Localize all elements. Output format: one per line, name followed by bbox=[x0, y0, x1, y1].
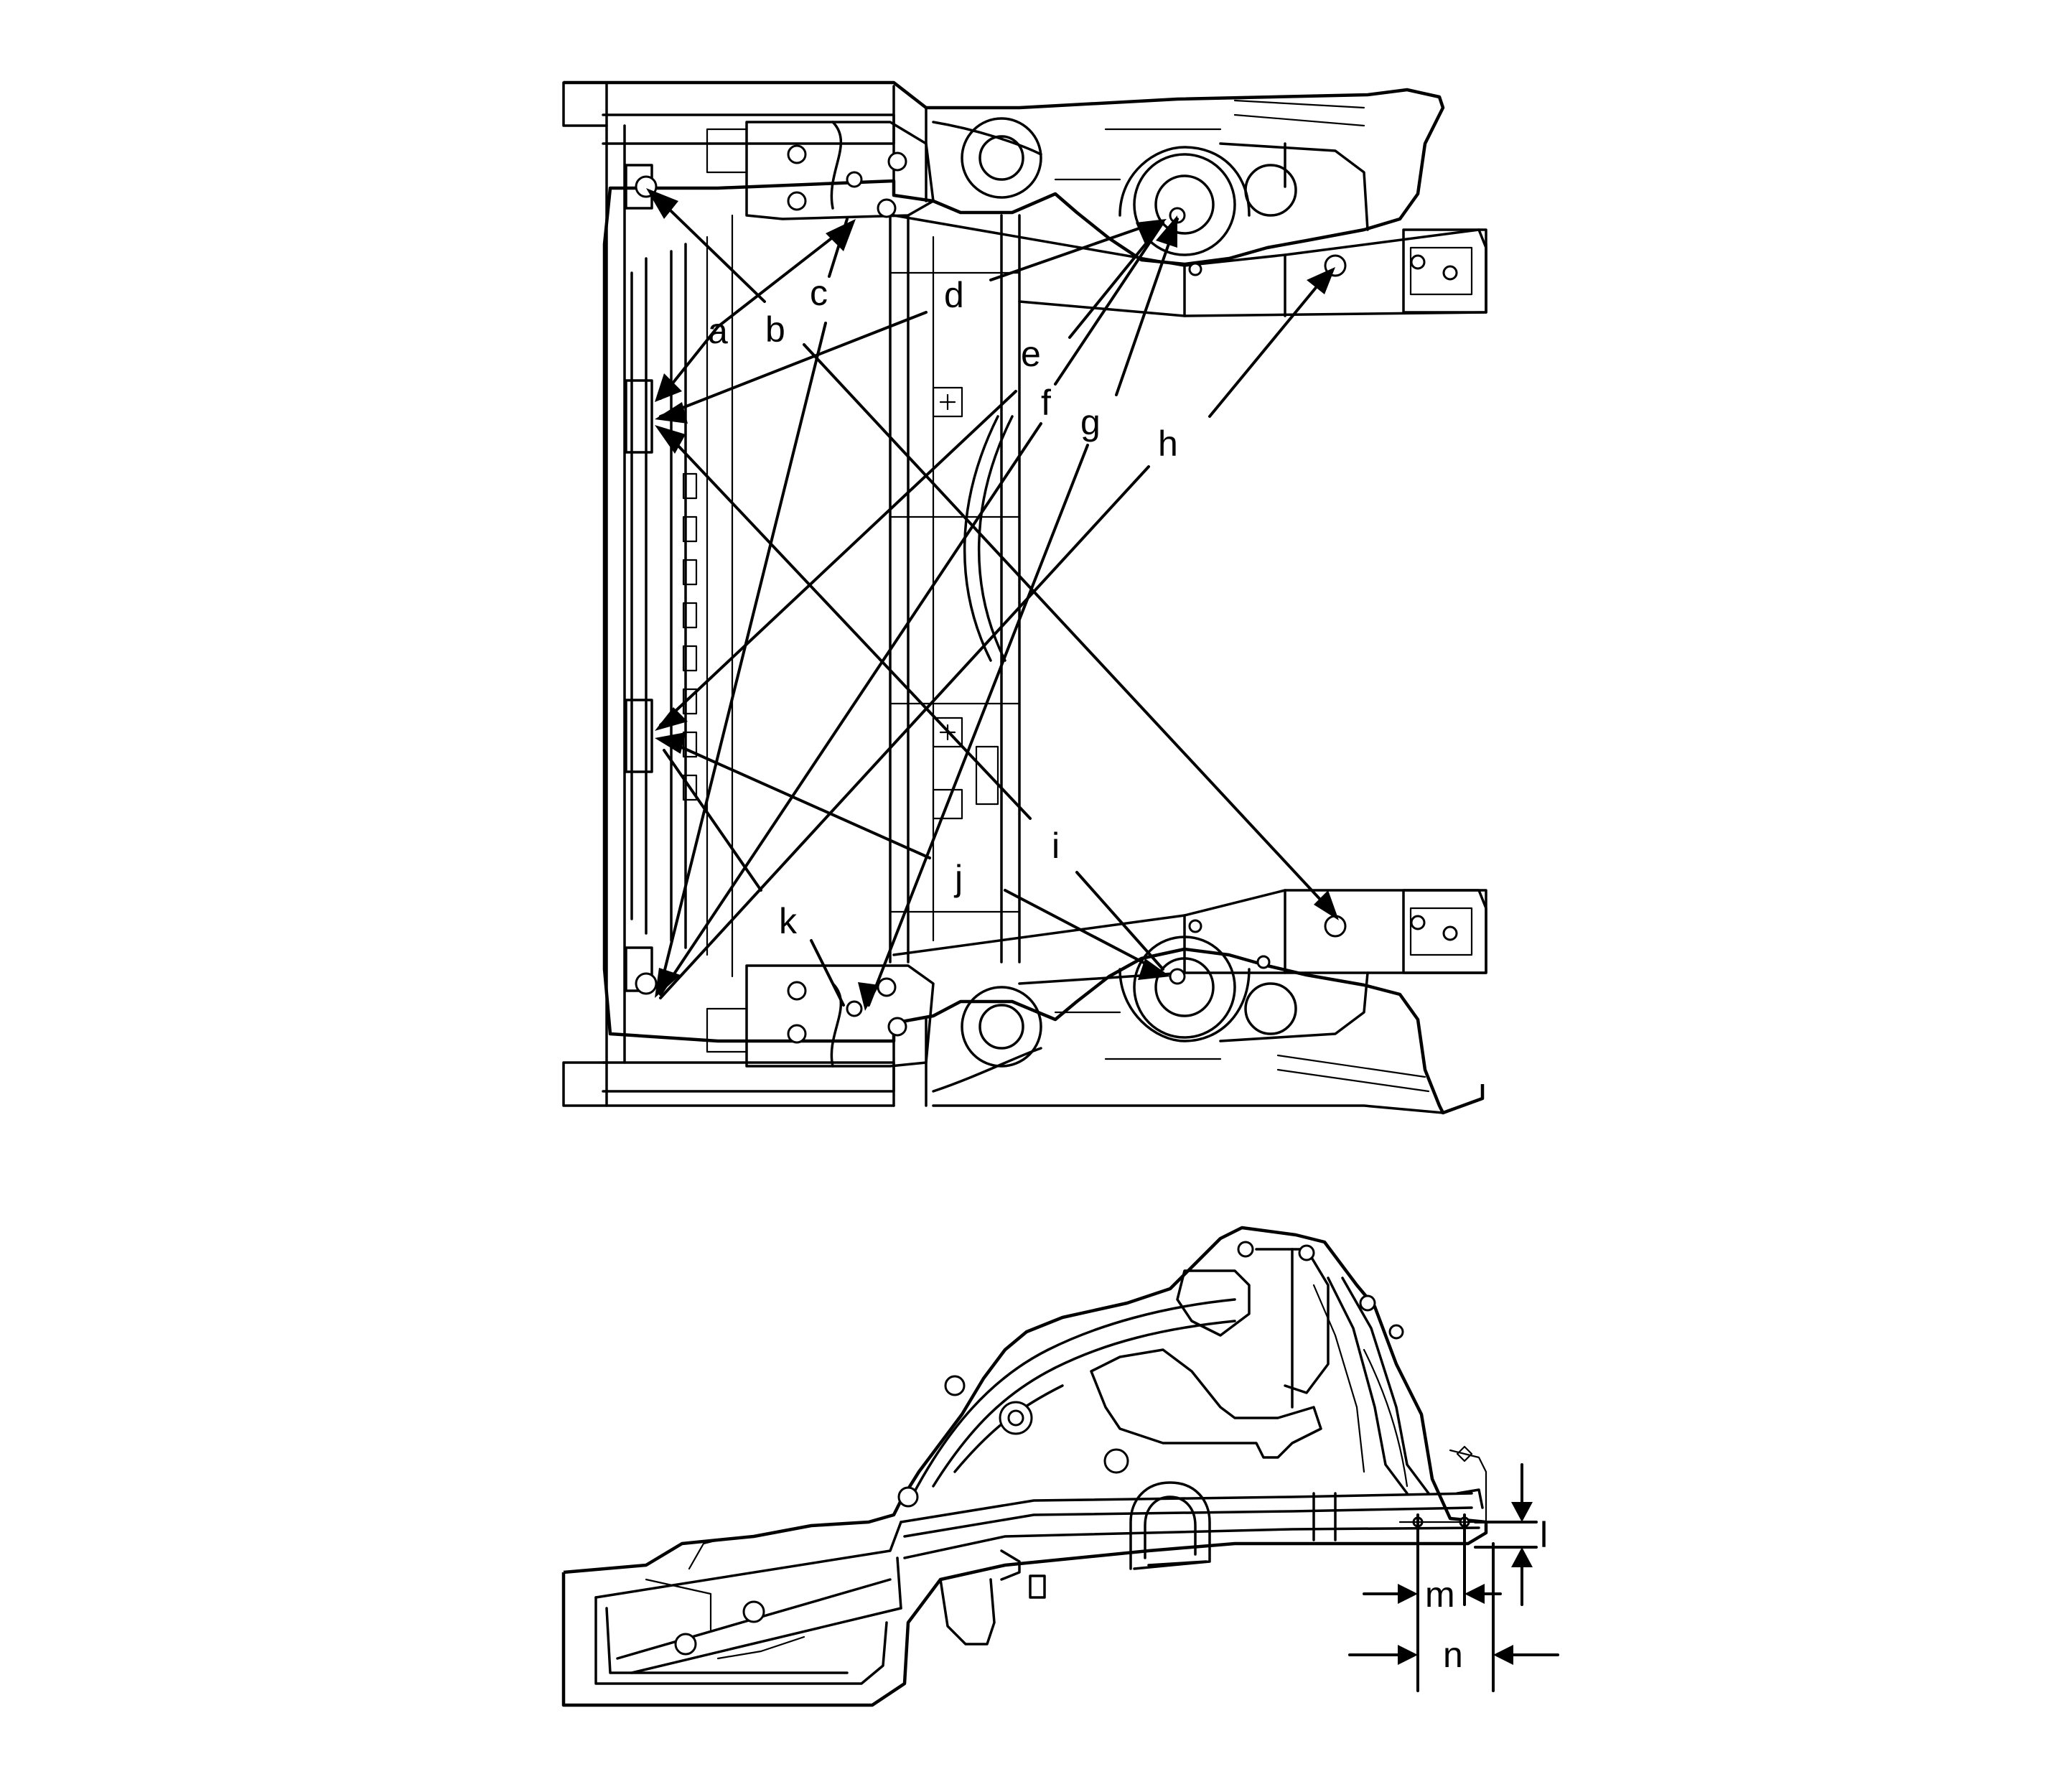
callout-e: e bbox=[1021, 334, 1041, 374]
callout-i: i bbox=[1052, 826, 1060, 866]
callout-f: f bbox=[1041, 383, 1051, 423]
callout-l: l bbox=[1540, 1515, 1548, 1555]
callout-m: m bbox=[1425, 1574, 1455, 1615]
callout-h: h bbox=[1158, 424, 1178, 464]
callout-k: k bbox=[779, 901, 798, 941]
callout-n: n bbox=[1443, 1635, 1463, 1675]
top-view-underbody bbox=[562, 80, 1487, 1115]
side-view-rail bbox=[561, 1226, 1488, 1707]
callout-a: a bbox=[708, 311, 728, 351]
callout-d: d bbox=[944, 275, 964, 315]
callout-j: j bbox=[953, 858, 963, 898]
callout-labels: a b c d e f g h i j k l m n bbox=[708, 273, 1548, 1675]
top-view-leaders bbox=[646, 188, 1339, 1011]
side-view-dimensions bbox=[1348, 1463, 1559, 1692]
callout-c: c bbox=[810, 273, 828, 313]
callout-g: g bbox=[1080, 402, 1101, 442]
callout-b: b bbox=[765, 309, 785, 350]
